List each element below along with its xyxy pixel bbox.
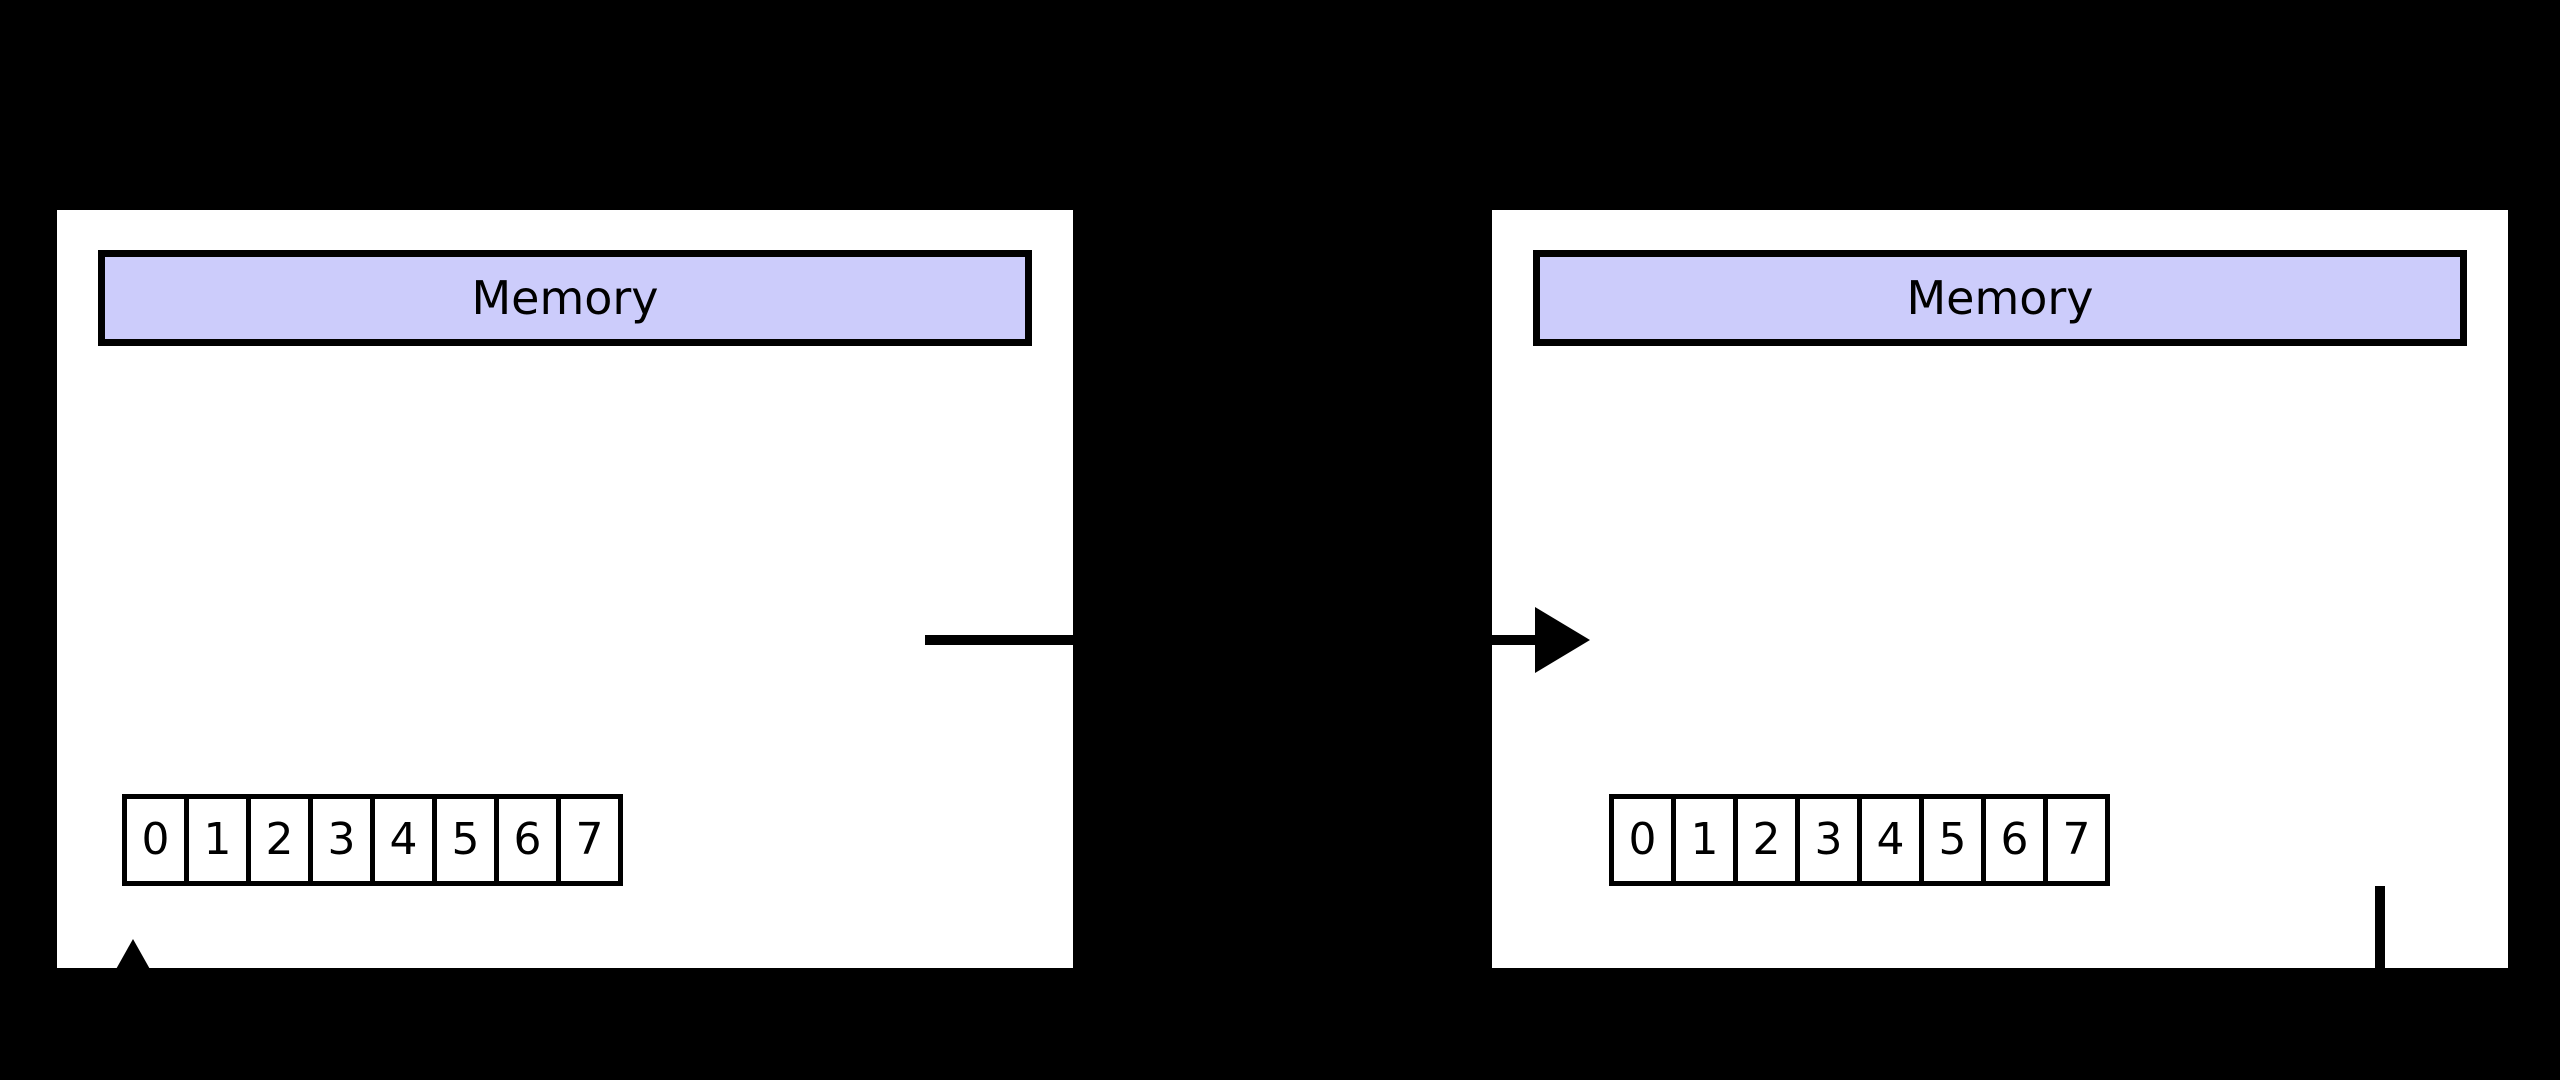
memory-cell[interactable]: 1 <box>1676 799 1733 881</box>
array-head-arrow-right-icon <box>1535 607 1590 673</box>
memory-cell[interactable]: 5 <box>1924 799 1981 881</box>
memory-header-box-right: Memory <box>1533 250 2467 346</box>
memory-cell[interactable]: 0 <box>127 799 184 881</box>
memory-cell[interactable]: 7 <box>2048 799 2105 881</box>
memory-cell[interactable]: 6 <box>499 799 556 881</box>
memory-array-left: 0 1 2 3 4 5 6 7 <box>122 794 623 886</box>
memory-cell[interactable]: 4 <box>1862 799 1919 881</box>
array-tail-connector-vertical <box>2375 886 2385 1080</box>
memory-panel-left: Memory 0 1 2 3 4 5 6 7 <box>57 210 1073 1080</box>
wrap-around-connector-horizontal <box>128 1070 1073 1080</box>
memory-cell[interactable]: 3 <box>313 799 370 881</box>
wrap-around-connector-vertical <box>128 985 138 1080</box>
memory-panel-right: Memory 0 1 2 3 4 5 6 7 <box>1492 210 2508 1080</box>
diagram-canvas: Memory 0 1 2 3 4 5 6 7 Memory 0 1 2 3 4 <box>57 210 2508 1080</box>
memory-header-label-left: Memory <box>471 271 659 325</box>
memory-cell[interactable]: 6 <box>1986 799 2043 881</box>
memory-cell[interactable]: 3 <box>1800 799 1857 881</box>
memory-cell[interactable]: 5 <box>437 799 494 881</box>
array-tail-outgoing-stub <box>925 635 1073 645</box>
memory-cell[interactable]: 2 <box>1738 799 1795 881</box>
memory-cell[interactable]: 7 <box>561 799 618 881</box>
memory-cell[interactable]: 4 <box>375 799 432 881</box>
wrap-around-arrow-up-icon <box>106 939 160 987</box>
memory-cell[interactable]: 2 <box>251 799 308 881</box>
array-tail-connector-horizontal <box>1492 1070 2385 1080</box>
array-head-incoming-stub <box>1492 635 1540 645</box>
memory-header-label-right: Memory <box>1906 271 2094 325</box>
memory-array-right: 0 1 2 3 4 5 6 7 <box>1609 794 2110 886</box>
memory-cell[interactable]: 0 <box>1614 799 1671 881</box>
memory-header-box-left: Memory <box>98 250 1032 346</box>
memory-cell[interactable]: 1 <box>189 799 246 881</box>
